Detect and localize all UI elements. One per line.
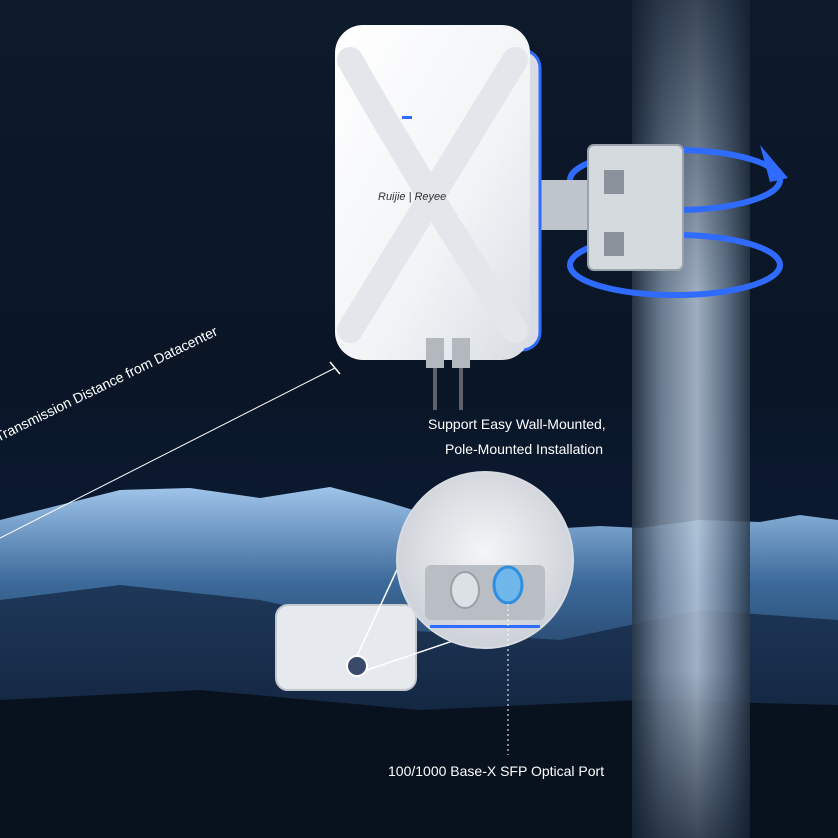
- brand-logo: Ruijie | Reyee: [378, 191, 446, 203]
- zoom-circle: [396, 471, 574, 649]
- fiber-distance-line: [0, 367, 336, 539]
- small-device-bottom-view: [275, 604, 417, 691]
- zoom-blue-edge: [430, 625, 540, 628]
- pole-fade: [632, 0, 750, 838]
- bracket-clamp: [587, 144, 684, 271]
- small-device-port-highlight: [346, 655, 368, 677]
- zoom-port-panel: [425, 565, 545, 620]
- sfp-port-label: 100/1000 Base-X SFP Optical Port: [388, 763, 605, 779]
- zoom-port-gray: [450, 571, 480, 609]
- foreground-dark: [0, 690, 838, 838]
- bracket-slot-bottom: [604, 232, 624, 256]
- fiber-distance-tick: [329, 361, 341, 375]
- bracket-slot-top: [604, 170, 624, 194]
- status-led: [402, 116, 412, 119]
- mounting-label-line2: Pole-Mounted Installation: [445, 441, 603, 457]
- rotation-arrow-icon: [760, 145, 788, 182]
- zoom-port-sfp: [492, 565, 524, 605]
- access-point-x-pattern: [337, 47, 528, 343]
- mounting-label-line1: Support Easy Wall-Mounted,: [428, 416, 606, 432]
- cable-gland-left: [426, 338, 444, 368]
- cable-gland-right: [452, 338, 470, 368]
